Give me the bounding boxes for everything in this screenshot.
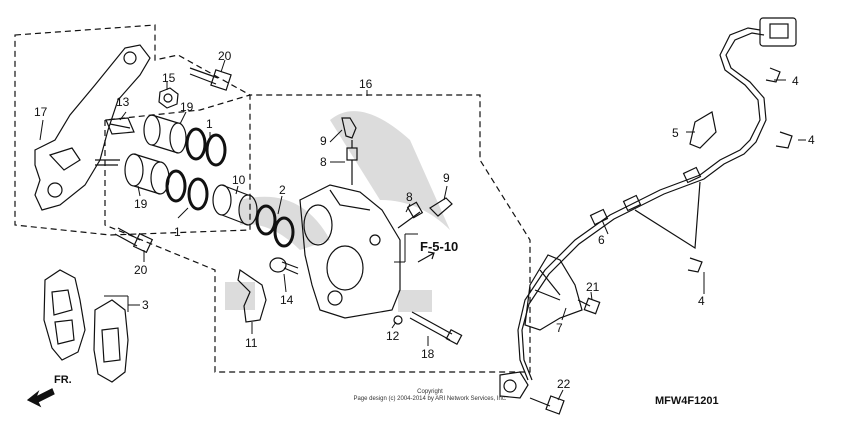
nut-15 <box>158 87 179 109</box>
callout-11: 11 <box>245 336 258 350</box>
callout-19-lower: 19 <box>134 197 148 211</box>
piston-19-lower <box>124 153 170 195</box>
seal-1-upper <box>185 127 227 167</box>
callout-8-top: 8 <box>320 155 327 169</box>
callout-4-b: 4 <box>808 133 815 147</box>
callout-1-upper: 1 <box>206 117 213 131</box>
pad-spring-13 <box>105 117 135 135</box>
callout-20-top: 20 <box>218 49 232 63</box>
callout-8-side: 8 <box>406 190 413 204</box>
callout-14: 14 <box>280 293 294 307</box>
honda-watermark <box>225 111 450 312</box>
callout-13: 13 <box>116 95 130 109</box>
front-direction-arrow <box>26 388 55 408</box>
copyright-line-1: Copyright <box>417 389 443 395</box>
callout-10: 10 <box>232 173 246 187</box>
wire-clip-4-b <box>775 131 793 149</box>
callout-2: 2 <box>279 183 286 197</box>
callout-15: 15 <box>162 71 176 85</box>
copyright-notice: Copyright Page design (c) 2004-2014 by A… <box>330 389 530 403</box>
sensor-stay-7 <box>524 254 583 331</box>
piston-19-upper <box>143 114 187 154</box>
callout-16: 16 <box>359 77 373 91</box>
bleeder-cap-9-top <box>341 117 357 139</box>
speed-sensor-head <box>499 371 529 399</box>
callout-7: 7 <box>556 321 563 335</box>
callout-5: 5 <box>672 126 679 140</box>
clip-leader-lines <box>634 181 701 250</box>
seal-2 <box>255 204 295 248</box>
bolt-20-top <box>189 67 232 91</box>
wire-clip-4-c <box>687 257 703 273</box>
wire-clip-4-a <box>765 67 781 83</box>
callout-6: 6 <box>598 233 605 247</box>
caliper-body-16 <box>299 184 401 319</box>
bleeder-cap-9-side <box>429 197 453 217</box>
callout-1-lower: 1 <box>174 225 181 239</box>
callout-4-a: 4 <box>792 74 799 88</box>
piston-10 <box>212 184 258 226</box>
plug-12 <box>393 315 403 325</box>
bolt-20-bottom <box>114 227 154 254</box>
callout-22: 22 <box>557 377 571 391</box>
pad-pin-14 <box>269 257 299 275</box>
bleeder-valve-8 <box>346 140 358 185</box>
callout-9-top: 9 <box>320 134 327 148</box>
callout-12: 12 <box>386 329 400 343</box>
reference-f-5-10: F-5-10 <box>420 239 459 254</box>
seal-1-lower <box>165 169 209 211</box>
brake-pad-set-3 <box>43 269 129 383</box>
bleeder-valve-8-side <box>397 201 424 229</box>
wire-stay-5 <box>689 111 717 149</box>
callout-9-side: 9 <box>443 171 450 185</box>
bolt-21 <box>577 297 601 315</box>
diagram-code: MFW4F1201 <box>655 395 719 407</box>
pad-pin-18 <box>409 311 463 346</box>
wire-grommet-6 <box>589 166 702 226</box>
callout-18: 18 <box>421 347 435 361</box>
front-label: FR. <box>54 374 72 386</box>
caliper-group-outline <box>104 94 531 373</box>
callout-20-bottom: 20 <box>134 263 148 277</box>
reference-arrow <box>417 251 435 263</box>
copyright-line-2: Page design (c) 2004-2014 by ARI Network… <box>353 396 507 402</box>
callout-4-c: 4 <box>698 294 705 308</box>
callout-21: 21 <box>586 280 600 294</box>
callout-17: 17 <box>34 105 48 119</box>
caliper-bracket <box>34 44 151 211</box>
pad-spring-11 <box>237 268 267 323</box>
leader-lines <box>39 59 806 401</box>
callout-19-upper: 19 <box>180 100 194 114</box>
bolt-22 <box>529 395 565 415</box>
callout-3: 3 <box>142 298 149 312</box>
